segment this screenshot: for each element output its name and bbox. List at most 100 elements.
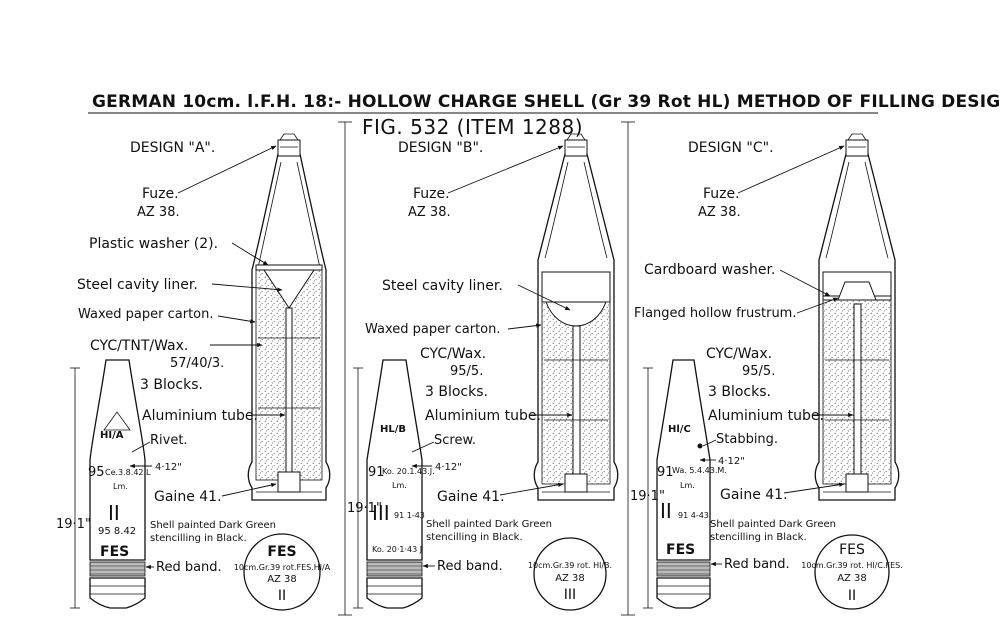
design-c-filling-ratio: 95/5. [742,364,775,379]
design-c-fill-date: 91 4-43 [678,511,709,520]
design-c-red-band [656,561,711,577]
design-c-stamp-roman: II [848,588,856,604]
design-c-washer-label: Cardboard washer. [644,262,775,278]
design-b-filling-label: CYC/Wax. [420,346,486,362]
design-c-stamp-model: AZ 38 [837,573,867,584]
design-c-mark-num: 91 [657,465,674,480]
design-a-red-band [89,561,146,577]
design-b-shell-code: HL/B [380,424,406,435]
drawing-title: GERMAN 10cm. l.F.H. 18:- HOLLOW CHARGE S… [92,92,1000,112]
design-c-shell-section [814,133,900,501]
figure-number: FIG. 532 (ITEM 1288) [362,115,583,139]
design-b-red-band-label: Red band. [437,559,503,574]
design-b-carton-label: Waxed paper carton. [365,322,501,337]
design-b-screw-label: Screw. [434,433,476,448]
design-a-painted: Shell painted Dark Green [150,520,276,531]
design-c-fes: FES [666,542,695,558]
design-b-mark-num: 91 [368,465,385,480]
design-c-fuze-model: AZ 38. [698,205,741,220]
design-c-filling-label: CYC/Wax. [706,346,772,362]
design-b-shell-section [533,133,619,501]
design-a-fuze-model: AZ 38. [137,205,180,220]
design-a-length: 19·1" [56,517,91,532]
design-a-rivet-label: Rivet. [150,433,188,448]
design-a-stencil: stencilling in Black. [150,533,247,544]
design-b: DESIGN "B". Fuze. AZ 38. Steel cavity li… [347,133,619,611]
design-a-roman: II [108,501,120,525]
design-c-diameter: 4·12" [718,456,745,467]
design-c-mark-lot: Wa. 5.4.43.M. [672,466,727,475]
design-b-roman: III [372,501,390,525]
design-b-diameter: 4·12" [435,462,462,473]
design-c-gaine-label: Gaine 41. [720,487,788,503]
design-c: DESIGN "C". Fuze. AZ 38. Cardboard washe… [630,133,903,610]
design-a-plastic-washer [255,264,323,271]
design-b-fuze [564,139,588,157]
design-a-shell-section [247,133,331,501]
design-b-stamp [533,537,607,611]
design-a-stamp-model: AZ 38 [267,574,297,585]
design-c-length-dim [643,367,653,609]
design-a-mark-lm: Lm. [113,482,128,491]
design-c-exterior-shell [656,359,711,609]
design-a-shell-code: HI/A [100,430,124,441]
design-a-red-band-label: Red band. [156,560,222,575]
design-c-stabbing-mark [697,443,703,449]
design-c-mark-lm: Lm. [680,481,695,490]
design-b-fuze-label: Fuze. [413,186,450,202]
design-c-fuze-label: Fuze. [703,186,740,202]
design-a-gaine [277,471,301,493]
design-b-fill-date: 91 1-43 [394,511,425,520]
design-b-gaine [564,473,588,493]
design-c-stabbing-label: Stabbing. [716,432,778,447]
design-b-cavity-void [541,271,611,303]
design-a-washer-label: Plastic washer (2). [89,236,218,252]
design-b-stencil: stencilling in Black. [426,532,523,543]
design-c-tube-label: Aluminium tube. [708,408,824,424]
design-c-length: 19·1" [630,489,665,504]
design-c-red-band-label: Red band. [724,557,790,572]
design-a: DESIGN "A". Fuze. AZ 38. Plastic washer … [56,133,331,611]
design-c-stamp-mid: 10cm.Gr.39 rot. Hl/C.FES. [801,561,903,570]
design-a-tube-label: Aluminium tube. [142,408,258,424]
design-a-stamp [243,533,321,611]
design-c-frustrum [837,281,877,301]
design-b-stamp-model: AZ 38 [555,573,585,584]
design-b-tube-label: Aluminium tube. [425,408,541,424]
design-a-fill-date: 95 8.42 [98,526,136,537]
design-a-gaine-label: Gaine 41. [154,489,222,505]
design-a-filling-label: CYC/TNT/Wax. [90,338,188,354]
design-c-heading: DESIGN "C". [688,140,774,156]
design-a-stamp-mid: 10cm.Gr.39 rot.FES.Hl/A [234,563,331,572]
design-b-mark-lot: Ko. 20.1.43.J. [382,467,435,476]
design-a-blocks: 3 Blocks. [140,377,203,393]
design-b-red-band [366,561,423,577]
design-b-fill-lot: Ko. 20·1·43 J [372,545,422,554]
design-a-cavity-liner [263,269,315,309]
design-a-liner-label: Steel cavity liner. [77,277,198,293]
design-c-stamp [814,534,890,610]
design-b-gaine-label: Gaine 41. [437,489,505,505]
design-b-stamp-roman: III [564,587,576,603]
design-b-length-dim [353,367,363,609]
design-a-filling-ratio: 57/40/3. [170,356,224,371]
design-a-exterior-shell [89,359,146,609]
design-b-length: 19·1" [347,501,382,516]
design-b-mark-lm: Lm. [392,481,407,490]
design-a-stamp-top: FES [267,544,296,560]
design-a-fuze [277,139,301,157]
design-b-liner-label: Steel cavity liner. [382,278,503,294]
design-c-aluminium-tube [853,303,862,477]
design-c-stamp-top: FES [839,542,865,558]
design-b-painted: Shell painted Dark Green [426,519,552,530]
design-c-blocks: 3 Blocks. [708,384,771,400]
design-c-gaine [845,473,869,493]
design-b-filling-ratio: 95/5. [450,364,483,379]
design-b-heading: DESIGN "B". [398,140,483,156]
design-a-stamp-roman: II [278,588,286,604]
design-c-fuze [845,139,869,157]
design-c-roman: II [660,499,672,523]
column-dividers [338,121,635,616]
